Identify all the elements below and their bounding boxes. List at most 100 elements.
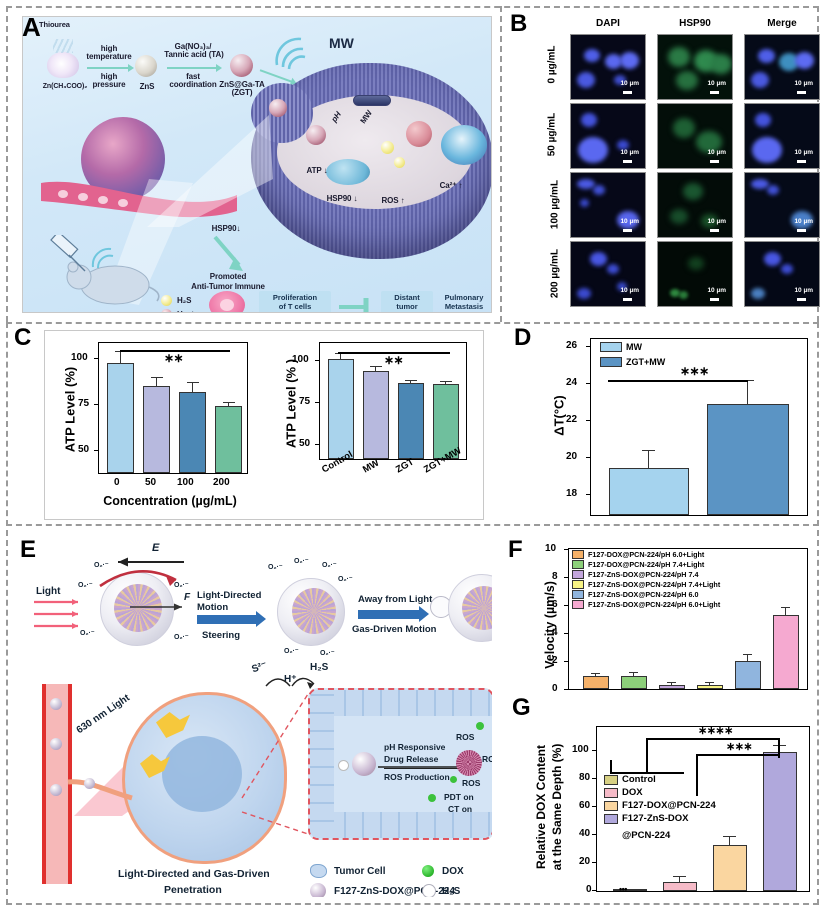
scalebar-line <box>623 297 632 301</box>
d-legend-label-zgtmw: ZGT+MW <box>626 357 666 367</box>
f-ytick-8: 8 <box>552 571 558 582</box>
scalebar-label: 10 µm <box>707 287 726 294</box>
e-hplus-label: H⁺ <box>284 674 297 685</box>
label-hsp90-inner: HSP90 ↓ <box>326 194 358 203</box>
errcap-conc-200 <box>223 401 235 403</box>
e-legend-h2s-label: H₂S <box>442 886 461 897</box>
micrograph-merge-0: 10 µm <box>744 34 820 100</box>
internalized-particle-1 <box>269 99 287 117</box>
c-left-xtick-200: 200 <box>213 477 230 488</box>
e-o2-label-2: O₂·⁻ <box>78 582 93 589</box>
inset-cell-row-bottom <box>310 812 492 838</box>
inset-ros-3: ROS <box>462 778 481 788</box>
errbar-f-1 <box>633 673 635 676</box>
f-legend-swatch-1 <box>572 560 584 569</box>
g-tick-60 <box>592 806 596 808</box>
inset-ct-on: CT on <box>448 804 473 814</box>
outcome-distant-tumor: Distant tumor <box>381 291 433 312</box>
light-rays-icon <box>34 599 78 629</box>
magnify-cone <box>147 115 273 227</box>
errcap-zgt <box>405 379 417 381</box>
scalebar-label: 10 µm <box>707 218 726 225</box>
bar-f-0 <box>583 676 609 689</box>
d-legend-mw: MW <box>600 342 642 352</box>
outcome-pulmonary: Pulmonary Metastasis <box>437 291 491 312</box>
e-o2-label-5: O₂·⁻ <box>174 634 189 641</box>
inset-l2: Drug Release <box>384 754 439 764</box>
tumor-necrotic-core <box>162 736 242 812</box>
bar-zgt <box>398 383 424 459</box>
label-atp: ATP ↓ <box>306 166 328 175</box>
lysosome-icon <box>406 121 432 147</box>
f-tick-4 <box>564 633 568 635</box>
f-ytick-6: 6 <box>552 599 558 610</box>
errbar-conc-100 <box>192 383 194 392</box>
errbar-d-zgtmw <box>747 381 749 404</box>
legend-label-heat: Heat <box>177 310 203 312</box>
f-legend-item-3: F127-ZnS-DOX@PCN-224/pH 7.4+Light <box>572 580 720 589</box>
e-o2-label-1: O₂·⁻ <box>94 562 109 569</box>
panel-c-right-chart: ATP Level (% ) 100 75 50 ∗∗ Control MW Z… <box>262 330 484 520</box>
g-legend-item-1: DOX <box>604 787 716 798</box>
g-legend-label-3b: @PCN-224 <box>622 830 671 841</box>
d-tick-24 <box>586 383 590 385</box>
arrow-synthesis-1 <box>87 64 134 72</box>
f-legend-swatch-5 <box>572 600 584 609</box>
e-o2-label-10: O₂·⁻ <box>284 648 299 655</box>
label-thiourea: Thiourea <box>39 20 70 29</box>
label-mw-big: MW <box>329 35 354 51</box>
scalebar-line <box>797 297 806 301</box>
micrograph-merge-50: 10 µm <box>744 103 820 169</box>
d-ytick-22: 22 <box>566 414 578 425</box>
e-field-label: E <box>152 542 160 554</box>
g-legend-label-2: F127-DOX@PCN-224 <box>622 800 716 811</box>
errcap-g-f127dox <box>723 835 736 837</box>
inset-ros-particle <box>456 750 482 776</box>
g-legend-swatch-0 <box>604 774 618 785</box>
vessel-particle-2 <box>50 738 62 750</box>
errcap-f-2 <box>667 681 676 683</box>
label-high-pressure-1: high <box>100 72 118 81</box>
bar-d-mw <box>609 468 689 515</box>
g-sig-inner-star: ∗∗∗ <box>726 741 753 753</box>
errbar-conc-0 <box>120 352 122 363</box>
g-legend-label-1: DOX <box>622 787 643 798</box>
g-sig-outer-line <box>646 738 780 740</box>
g-tick-20 <box>592 862 596 864</box>
errcap-mw <box>370 365 382 367</box>
f-ytick-2: 2 <box>552 655 558 666</box>
mw-waves-icon <box>275 37 306 70</box>
inset-dox-dot-3 <box>450 776 457 783</box>
errcap-f-3 <box>705 681 714 683</box>
c-right-tick-75 <box>315 402 319 404</box>
scalebar-line <box>710 159 719 163</box>
vessel-particle-1 <box>50 698 62 710</box>
label-fast: fast <box>186 72 200 81</box>
e-legend-particle-icon <box>310 883 326 897</box>
outcome-pulmonary-l2: Metastasis <box>444 301 484 311</box>
e-step2-arrow <box>358 606 429 622</box>
label-high-pressure-2: pressure <box>92 80 126 89</box>
errcap-f-1 <box>629 671 638 673</box>
d-legend-swatch-mw <box>600 342 622 352</box>
micrograph-merge-100: 10 µm <box>744 172 820 238</box>
vessel-particle-3 <box>50 784 62 796</box>
arrow-hsp90-down <box>213 235 243 271</box>
label-tannic-acid: Tannic acid (TA) <box>164 50 224 59</box>
g-sig-outer-right-drop <box>778 738 780 758</box>
g-legend: Control DOX F127-DOX@PCN-224 F127-ZnS-DO… <box>604 774 716 843</box>
inset-divider <box>384 768 462 770</box>
label-ros: ROS ↑ <box>381 196 405 205</box>
outcome-proliferation-l1: Proliferation <box>272 293 318 302</box>
label-zgt-2: (ZGT) <box>231 88 253 97</box>
g-sig-inner-left-drop <box>696 754 698 796</box>
f-tick-8 <box>564 577 568 579</box>
g-legend-item-3: F127-ZnS-DOX <box>604 813 716 824</box>
h2s-reaction-arrow <box>265 677 315 689</box>
d-sig-line <box>608 380 748 382</box>
bar-mw <box>363 371 389 459</box>
label-gallium-nitrate: Ga(NO₃)₃/ <box>174 42 212 51</box>
e-legend-h2s-icon <box>422 884 436 897</box>
outcome-distant-l1: Distant <box>394 293 420 302</box>
d-tick-18 <box>586 494 590 496</box>
